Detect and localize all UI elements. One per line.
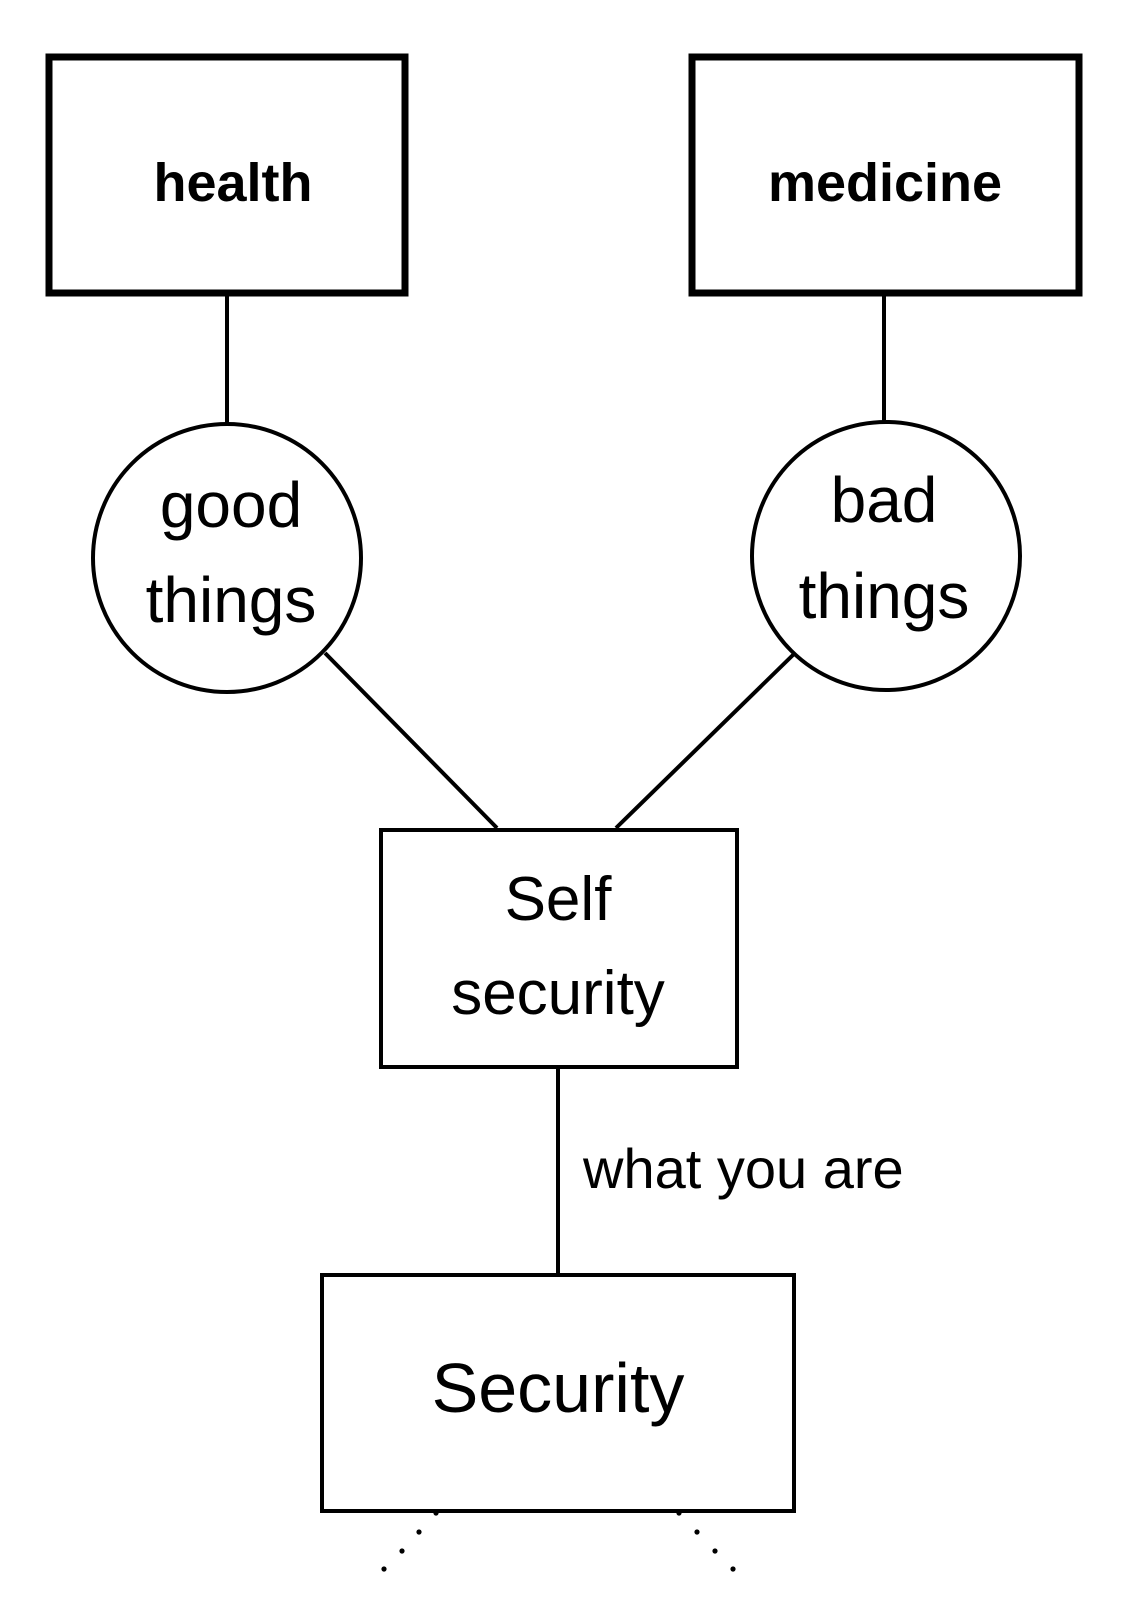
node-self-security-line2: security (451, 959, 665, 1028)
node-health-box (45, 53, 409, 297)
node-medicine-label: medicine (768, 153, 1002, 213)
node-self-security-box (379, 828, 739, 1069)
continuation-dots-right (676, 1510, 736, 1572)
node-health: health (45, 53, 409, 297)
node-security-label: Security (432, 1349, 685, 1427)
node-security-box (320, 1273, 796, 1513)
node-bad-things-line2: things (799, 560, 970, 632)
continuation-dots-left (381, 1510, 439, 1572)
node-good-things: good things (91, 422, 363, 694)
edge-label-what-you-are: what you are (582, 1137, 904, 1200)
node-good-things-line2: things (146, 564, 317, 636)
node-self-security: Self security (379, 828, 739, 1069)
node-health-label: health (153, 153, 312, 213)
node-self-security-line1: Self (505, 865, 613, 934)
edge-good-things-self-security (323, 651, 499, 830)
node-bad-things-circle (750, 420, 1022, 692)
node-bad-things-line1: bad (831, 464, 938, 536)
node-security: Security (320, 1273, 796, 1513)
node-good-things-line1: good (160, 469, 302, 541)
edge-bad-things-self-security (614, 651, 797, 830)
node-good-things-circle (91, 422, 363, 694)
node-medicine: medicine (688, 53, 1083, 297)
node-bad-things: bad things (750, 420, 1022, 692)
node-medicine-box (688, 53, 1083, 297)
